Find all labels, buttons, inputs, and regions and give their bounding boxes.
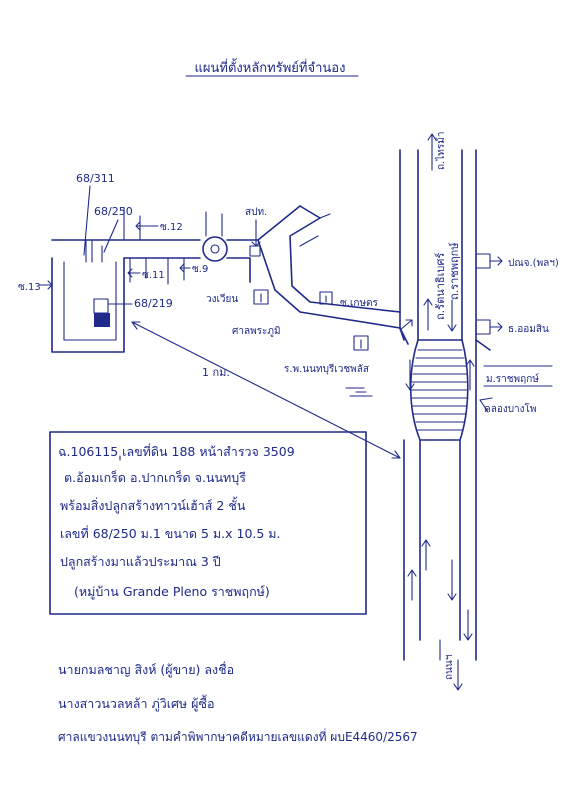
label-unit-68-219: 68/219 xyxy=(134,297,173,310)
label-bottom-road: ถนนฯ xyxy=(444,655,455,680)
hospital-marker xyxy=(353,335,369,351)
label-soi-12: ซ.12 xyxy=(160,222,183,233)
label-soi-kaset: ซ.เกษตร xyxy=(340,298,379,309)
info-box xyxy=(49,431,367,615)
map-title: แผนที่ตั้งหลักทรัพย์ที่จำนอง xyxy=(195,58,346,76)
label-mall: ม.ราชพฤกษ์ xyxy=(486,373,539,385)
label-shrine: ศาลพระภูมิ xyxy=(232,326,281,337)
village-road xyxy=(51,207,201,285)
label-unit-68-250: 68/250 xyxy=(94,205,133,218)
label-roundabout: วงเวียน xyxy=(206,293,238,305)
property-marker xyxy=(94,313,110,327)
label-road-side: ถ.ราชพฤกษ์ xyxy=(448,242,461,300)
signature-line-3: ศาลแขวงนนทบุรี ตามคำพิพากษาคดีหมายเลขแดง… xyxy=(58,730,418,744)
info-line-3: พร้อมสิ่งปลูกสร้างทาวน์เฮ้าส์ 2 ชั้น xyxy=(60,498,246,513)
main-road xyxy=(399,149,491,661)
post-office-marker xyxy=(475,253,491,269)
label-post-office: ปณจ.(พลฯ) xyxy=(508,258,559,269)
diagonal-road xyxy=(257,205,409,345)
lane-arrows xyxy=(399,133,475,691)
label-hospital: ร.พ.นนทบุรีเวชพลัส xyxy=(284,363,369,375)
label-distance: 1 กม. xyxy=(202,366,230,379)
bank-marker xyxy=(475,319,491,335)
label-soi-9: ซ.9 xyxy=(192,264,208,275)
info-line-5: ปลูกสร้างมาแล้วประมาณ 3 ปี xyxy=(60,554,221,569)
info-line-1: ฉ.106115 เลขที่ดิน 188 หน้าสำรวจ 3509 xyxy=(58,444,295,459)
shrine-marker xyxy=(253,289,269,305)
signature-line-1: นายกมลชาญ สิงห์ (ผู้ขาย) ลงชื่อ xyxy=(58,662,235,677)
label-road-main: ถ.รัตนาธิเบศร์ xyxy=(434,253,447,320)
label-bank: ธ.ออมสิน xyxy=(508,324,549,335)
label-road-top: ถ.ไทรม้า xyxy=(435,132,447,170)
village-block xyxy=(51,239,133,353)
signature-line-2: นางสาวนวลหล้า ภู่วิเศษ ผู้ซื้อ xyxy=(58,696,215,711)
label-soi-pho: สปท. xyxy=(245,207,267,218)
label-soi-11: ซ.11 xyxy=(142,270,165,281)
info-line-2: ต.อ้อมเกร็ด อ.ปากเกร็ด จ.นนทบุรี xyxy=(64,470,246,485)
info-line-6: (หมู่บ้าน Grande Pleno ราชพฤกษ์) xyxy=(74,584,270,599)
distance-arrow xyxy=(131,321,401,459)
label-soi-13: ซ.13 xyxy=(18,282,41,293)
label-unit-68-311: 68/311 xyxy=(76,172,115,185)
label-canal: คลองบางโพ xyxy=(484,402,537,415)
info-line-4: เลขที่ 68/250 ม.1 ขนาด 5 ม.x 10.5 ม. xyxy=(60,526,281,541)
